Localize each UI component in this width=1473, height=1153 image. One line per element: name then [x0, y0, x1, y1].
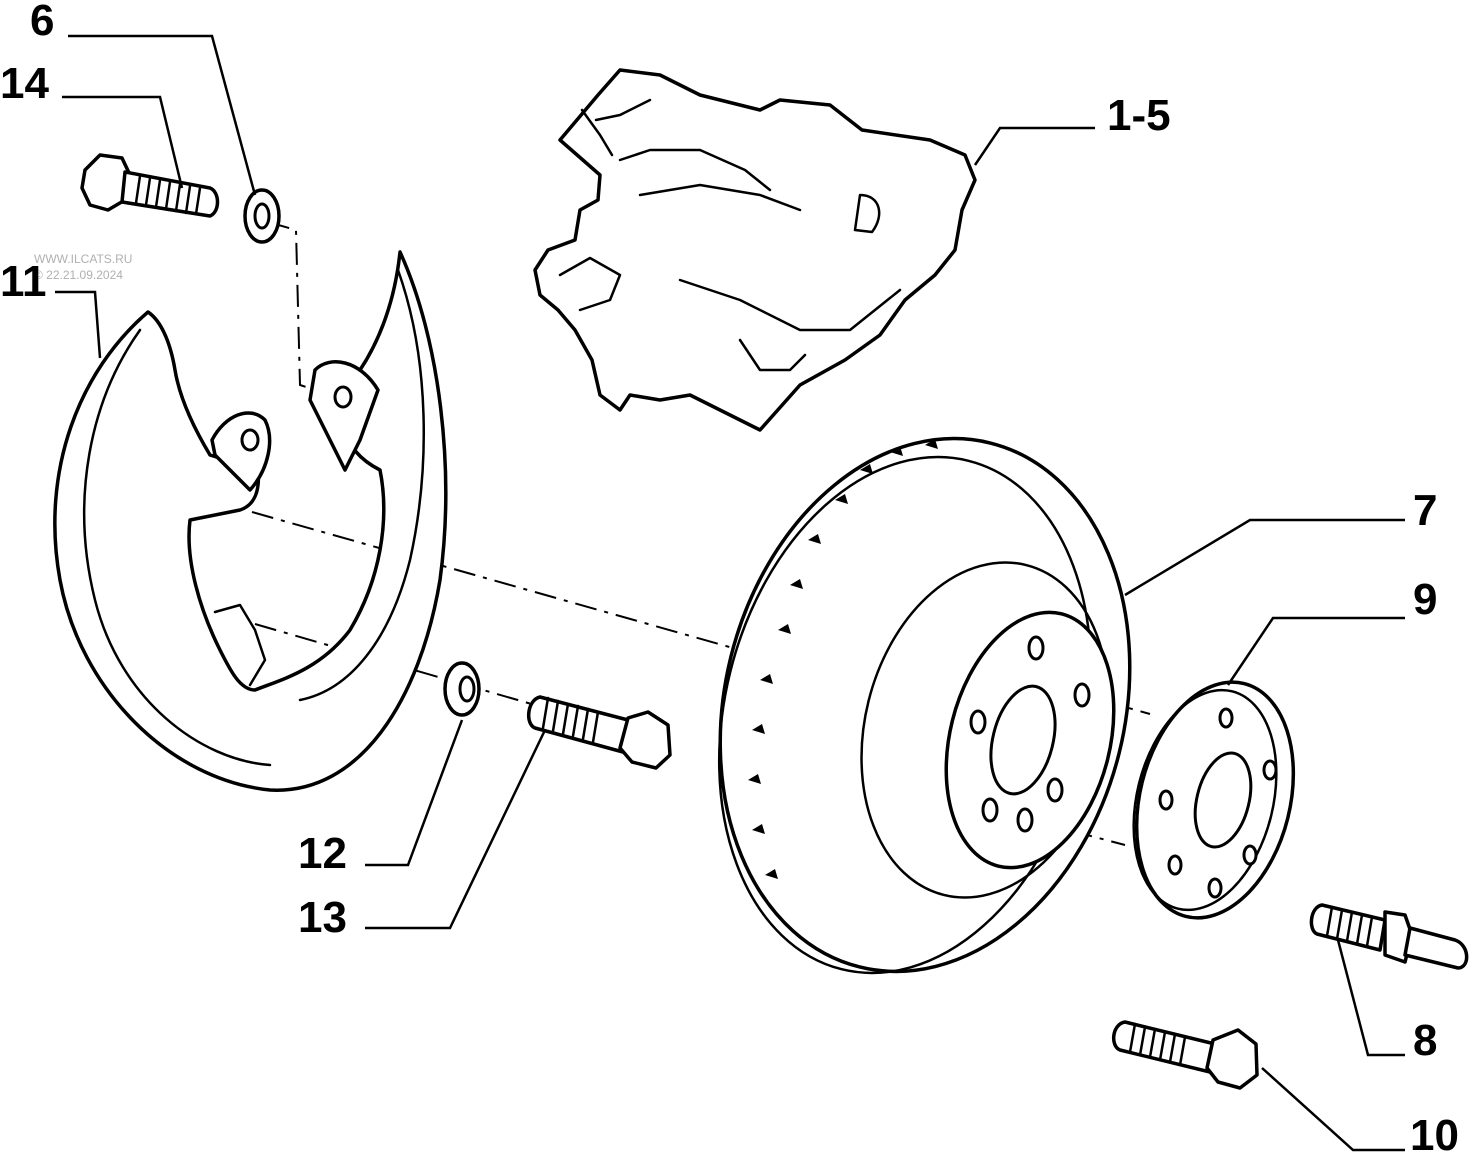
- washer-part-12[interactable]: [443, 661, 481, 717]
- disc-bolt-hole-6: [969, 709, 987, 735]
- spacer-hole-1: [1218, 707, 1234, 729]
- splash-shield-part-11[interactable]: [53, 250, 448, 792]
- spacer-hole-6: [1158, 789, 1174, 811]
- bolt-10-shank: [1112, 1020, 1217, 1074]
- disc-bolt-hole-3: [1046, 777, 1064, 803]
- leader-9: [1226, 616, 1405, 686]
- callout-12[interactable]: 12: [298, 829, 347, 878]
- disc-center-bore: [989, 684, 1057, 796]
- leader-10: [1261, 1067, 1405, 1152]
- splash-shield-outer-rim: [298, 268, 426, 702]
- leader-14: [62, 95, 184, 189]
- shield-upper-mount-hole: [333, 385, 353, 409]
- bolt-10-head: [1205, 1028, 1259, 1090]
- bolt-14-thread: [134, 174, 202, 216]
- leader-12: [365, 719, 464, 867]
- caliper-window: [853, 193, 881, 234]
- caliper-part-1-5[interactable]: [533, 68, 977, 432]
- splash-shield-outline: [53, 250, 448, 792]
- disc-bolt-hole-4: [1016, 807, 1034, 833]
- watermark-line-2: © 22.21.09.2024: [34, 268, 123, 282]
- washer-part-6[interactable]: [243, 188, 281, 244]
- spacer-hole-4: [1207, 877, 1223, 899]
- disc-bolt-hole-5: [981, 797, 999, 823]
- disc-bolt-hole-2: [1073, 682, 1091, 708]
- bolt-14-axis-line: [267, 221, 346, 401]
- caliper-bridge: [638, 183, 802, 212]
- callout-11[interactable]: 11: [0, 257, 47, 306]
- callout-9[interactable]: 9: [1413, 575, 1437, 624]
- bolt-13-shank: [527, 695, 630, 754]
- spacer-hole-5: [1167, 854, 1183, 876]
- callout-10[interactable]: 10: [1410, 1111, 1459, 1153]
- callout-1-5[interactable]: 1-5: [1107, 91, 1171, 140]
- stud-8-pilot: [1403, 926, 1469, 970]
- caliper-pad-edge: [738, 338, 807, 372]
- leader-6: [68, 34, 257, 196]
- leader-8: [1336, 939, 1405, 1057]
- bleed-valve: [580, 98, 652, 157]
- bolt-part-14[interactable]: [80, 153, 220, 218]
- splash-shield-inner-rim: [83, 328, 272, 767]
- watermark-line-1: WWW.ILCATS.RU: [34, 252, 132, 266]
- stud-8-thread: [1325, 905, 1374, 948]
- leader-11: [55, 290, 102, 359]
- disc-bolt-hole-1: [1027, 635, 1045, 661]
- callout-6[interactable]: 6: [30, 0, 54, 45]
- callout-13[interactable]: 13: [298, 893, 347, 942]
- leader-lines: [55, 34, 1405, 1152]
- leader-1-5: [973, 126, 1095, 166]
- brake-disc-part-7[interactable]: [666, 395, 1185, 1016]
- bolt-13-head: [618, 710, 672, 770]
- washer-12-hole: [458, 675, 476, 703]
- shield-notch: [213, 603, 267, 687]
- watermark: WWW.ILCATS.RU © 22.21.09.2024: [34, 252, 132, 282]
- caliper-piston-face: [558, 256, 622, 312]
- caliper-bracket-edge: [618, 148, 772, 192]
- shield-upper-mount-tab: [308, 360, 380, 472]
- bolt-13-thread: [541, 696, 600, 744]
- leader-13: [365, 729, 547, 930]
- washer-6-hole: [253, 202, 271, 230]
- spacer-center-bore: [1193, 751, 1253, 849]
- stud-part-8[interactable]: [1309, 903, 1469, 970]
- caliper-body: [533, 68, 977, 432]
- callout-8[interactable]: 8: [1413, 1016, 1437, 1065]
- leader-7: [1124, 518, 1405, 597]
- shield-lower-mount-hole: [240, 428, 260, 452]
- spacer-part-9[interactable]: [1112, 665, 1317, 934]
- bolt-part-13[interactable]: [527, 695, 672, 770]
- bolt-part-10[interactable]: [1112, 1020, 1259, 1090]
- bolt-10-thread: [1128, 1022, 1187, 1067]
- spacer-inner-edge: [1132, 688, 1278, 912]
- spacer-hole-3: [1242, 844, 1258, 866]
- callout-14[interactable]: 14: [0, 59, 49, 108]
- hub-axis-line: [251, 511, 741, 651]
- callout-7[interactable]: 7: [1413, 486, 1437, 535]
- spacer-hole-2: [1262, 759, 1278, 781]
- caliper-piston-line: [678, 278, 902, 332]
